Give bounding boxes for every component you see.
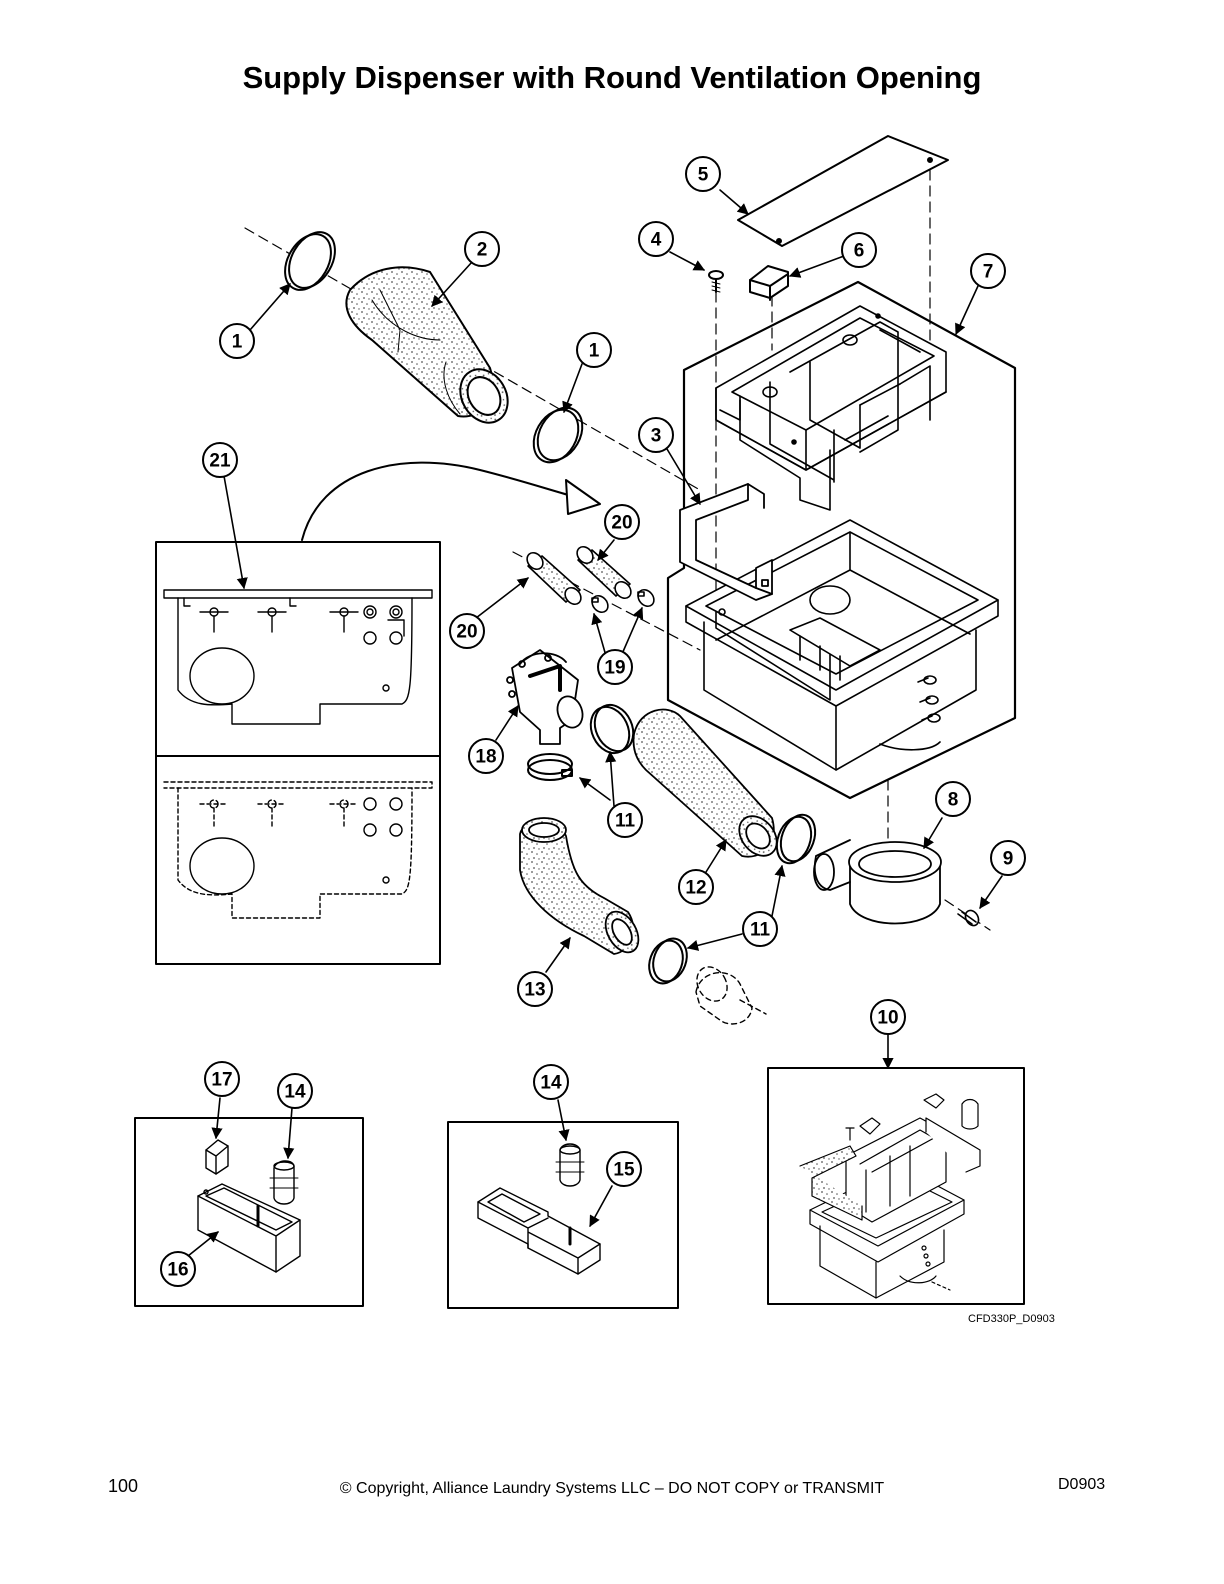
callout-7 [970, 253, 1006, 289]
callout-label-9: 9 [1003, 849, 1014, 870]
part-20-hose-right [576, 545, 632, 600]
callout-label-16: 16 [167, 1260, 188, 1281]
part-13-elbow-hose [519, 817, 640, 955]
callout-19 [597, 649, 633, 685]
callout-1b [576, 332, 612, 368]
part-10-inset [767, 1067, 1025, 1305]
callout-11a [607, 802, 643, 838]
part-9-screw [957, 909, 980, 927]
parts-14-15-inset [447, 1121, 679, 1309]
callout-label-11a: 11 [615, 811, 636, 832]
callout-label-21: 21 [209, 451, 231, 472]
callout-12 [678, 869, 714, 905]
part-3-bracket [679, 483, 773, 601]
part-2-hose [345, 266, 509, 424]
part-21-transfer-arrow [301, 461, 573, 541]
callout-labels: 5 4 6 2 7 1 1 3 21 20 20 19 18 11 8 9 12… [167, 165, 1013, 1281]
callout-label-7: 7 [983, 262, 994, 283]
part-6-cap [749, 265, 789, 301]
callout-label-6: 6 [854, 241, 865, 262]
part-20-hose-left [526, 551, 582, 606]
callout-label-1b: 1 [589, 341, 600, 362]
callout-10 [870, 999, 906, 1035]
callout-18 [468, 738, 504, 774]
callout-4 [638, 221, 674, 257]
part-8-sump [813, 839, 942, 925]
callout-17 [204, 1061, 240, 1097]
callout-9 [990, 840, 1026, 876]
callout-label-1a: 1 [232, 332, 243, 353]
callout-2 [464, 231, 500, 267]
part-7-assembly-boundary [666, 280, 1017, 800]
callout-label-19: 19 [604, 658, 625, 679]
part-12-hose [632, 708, 778, 858]
callout-label-5: 5 [698, 165, 709, 186]
callout-circles [160, 156, 1026, 1287]
callout-label-8: 8 [948, 790, 959, 811]
callout-20b [449, 613, 485, 649]
part-11-clamp-a [589, 703, 635, 755]
callout-label-12: 12 [685, 878, 706, 899]
part-11-clamp-d [648, 937, 688, 985]
callout-label-2: 2 [477, 240, 488, 261]
callout-15 [606, 1151, 642, 1187]
callout-label-14a: 14 [284, 1082, 306, 1103]
document-id: D0903 [1058, 1476, 1106, 1493]
callout-14b [533, 1064, 569, 1100]
callout-label-11b: 11 [750, 920, 771, 941]
callout-8 [935, 781, 971, 817]
part-1-clamp-center [532, 406, 584, 464]
part-18-valve [506, 649, 584, 745]
callout-11b [742, 911, 778, 947]
callout-label-4: 4 [651, 230, 662, 251]
part-4-screw [708, 270, 724, 293]
mating-tube-dashed [695, 966, 767, 1025]
callout-21 [202, 442, 238, 478]
callout-label-20b: 20 [456, 622, 477, 643]
callout-14a [277, 1073, 313, 1109]
part-5-lid [737, 135, 949, 247]
leader-lines [187, 189, 1003, 1257]
part-21-inset [155, 541, 441, 965]
callout-label-14b: 14 [540, 1073, 562, 1094]
callout-3 [638, 417, 674, 453]
callout-label-18: 18 [475, 747, 496, 768]
callout-6 [841, 232, 877, 268]
callout-1a [219, 323, 255, 359]
part-19-clamps [591, 588, 655, 614]
page-number: 100 [108, 1476, 139, 1496]
part-7-nozzles [917, 675, 941, 723]
callout-label-20a: 20 [611, 513, 632, 534]
callout-label-13: 13 [524, 980, 545, 1001]
part-7-lower-tub [685, 519, 999, 771]
copyright-notice: © Copyright, Alliance Laundry Systems LL… [339, 1480, 885, 1497]
part-1-clamp-upper [284, 231, 336, 291]
callout-16 [160, 1251, 196, 1287]
drawing-code: CFD330P_D0903 [968, 1313, 1055, 1325]
callout-label-15: 15 [613, 1160, 635, 1181]
part-11-clamp-c [775, 813, 817, 865]
callout-label-17: 17 [211, 1070, 232, 1091]
callout-13 [517, 971, 553, 1007]
part-7-upper-tray [715, 305, 947, 511]
callout-label-10: 10 [877, 1008, 898, 1029]
part-11-clamp-b [527, 753, 573, 781]
callout-20a [604, 504, 640, 540]
callout-5 [685, 156, 721, 192]
callout-label-3: 3 [651, 426, 662, 447]
page-title: Supply Dispenser with Round Ventilation … [242, 60, 982, 95]
